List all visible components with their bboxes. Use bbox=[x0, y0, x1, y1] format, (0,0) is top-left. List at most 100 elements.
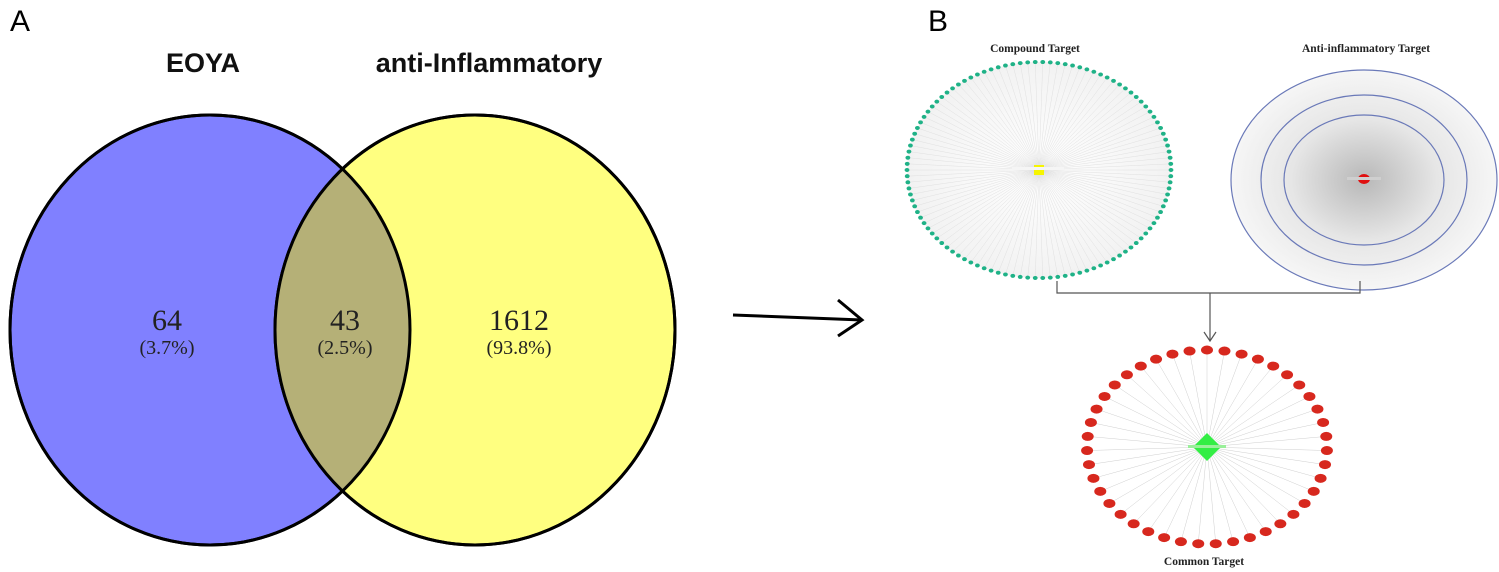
common-target-node bbox=[1081, 446, 1094, 456]
compound-edge bbox=[1038, 169, 1120, 256]
merge-connector bbox=[1056, 281, 1361, 343]
compound-target-node bbox=[1111, 257, 1116, 262]
compound-edge bbox=[1038, 169, 1073, 275]
compound-edge bbox=[1038, 169, 1137, 244]
common-edge bbox=[1206, 446, 1266, 532]
common-edge bbox=[1148, 446, 1208, 532]
common-target-node bbox=[1192, 539, 1205, 549]
panel-label-b: B bbox=[928, 5, 948, 38]
common-target-node bbox=[1218, 346, 1231, 356]
common-network-edges bbox=[1087, 350, 1327, 544]
common-edge bbox=[1180, 446, 1208, 542]
compound-target-node bbox=[1010, 62, 1016, 67]
common-target-node bbox=[1320, 446, 1333, 456]
common-target-node bbox=[1201, 345, 1213, 355]
common-target-node bbox=[1108, 380, 1121, 390]
compound-edge bbox=[1038, 169, 1142, 239]
common-edge bbox=[1189, 350, 1208, 448]
compound-target-node bbox=[934, 99, 940, 104]
venn-right-pct: (93.8%) bbox=[487, 337, 552, 359]
compound-target-node bbox=[1166, 149, 1172, 154]
common-edge bbox=[1206, 422, 1324, 448]
compound-target-node bbox=[981, 69, 987, 74]
common-edge bbox=[1206, 365, 1274, 448]
compound-edge bbox=[1038, 74, 1101, 171]
compound-edge bbox=[970, 77, 1040, 171]
compound-target-node bbox=[1040, 60, 1046, 65]
compound-target-node bbox=[1091, 266, 1097, 271]
compound-target-node bbox=[918, 120, 923, 125]
compound-target-node bbox=[908, 143, 913, 148]
common-edge bbox=[1206, 446, 1294, 515]
common-target-node bbox=[1142, 527, 1155, 537]
compound-edge bbox=[1038, 101, 1142, 171]
compound-edge bbox=[1038, 169, 1151, 229]
common-target-node bbox=[1259, 527, 1272, 537]
compound-target-node bbox=[955, 253, 961, 258]
common-edge bbox=[1206, 446, 1314, 492]
compound-edge bbox=[1038, 169, 1066, 276]
compound-edge bbox=[1038, 169, 1132, 248]
compound-edge bbox=[1005, 65, 1040, 171]
compound-target-node bbox=[1047, 275, 1053, 280]
compound-edge bbox=[1027, 62, 1040, 171]
common-edge bbox=[1133, 446, 1208, 524]
compound-edge bbox=[1038, 127, 1161, 171]
common-target-node bbox=[1314, 473, 1327, 483]
common-target-node bbox=[1317, 417, 1330, 427]
common-edge bbox=[1104, 396, 1208, 448]
common-edge bbox=[1197, 446, 1208, 544]
common-target-node bbox=[1293, 380, 1306, 390]
compound-target-node bbox=[1017, 274, 1023, 279]
compound-target-node bbox=[1077, 65, 1083, 70]
compound-edge bbox=[1038, 111, 1151, 171]
compound-edge bbox=[1038, 169, 1146, 234]
compound-target-node bbox=[905, 180, 911, 185]
compound-target-node bbox=[921, 221, 927, 226]
compound-target-node bbox=[955, 82, 961, 87]
compound-edge bbox=[1038, 67, 1080, 171]
common-edge bbox=[1206, 446, 1327, 451]
compound-target-node bbox=[1168, 168, 1174, 172]
compound-edge bbox=[1038, 169, 1126, 252]
common-target-node bbox=[1114, 509, 1127, 519]
compound-target-node bbox=[950, 86, 955, 91]
compound-target-node bbox=[1055, 61, 1061, 66]
compound-edge bbox=[1038, 116, 1155, 171]
compound-edge bbox=[964, 169, 1040, 260]
compound-target-node bbox=[909, 198, 915, 203]
compound-edge bbox=[932, 106, 1040, 171]
compound-edge bbox=[1038, 169, 1155, 224]
common-target-node bbox=[1183, 346, 1196, 356]
compound-edge bbox=[936, 101, 1040, 171]
compound-target-node bbox=[1098, 263, 1104, 268]
common-target-node bbox=[1243, 533, 1256, 543]
compound-edge bbox=[941, 96, 1040, 171]
compound-target-node bbox=[915, 125, 920, 130]
compound-target-node bbox=[968, 75, 974, 80]
common-edge bbox=[1206, 359, 1259, 448]
compound-edge bbox=[1038, 63, 1058, 171]
common-target-node bbox=[1319, 460, 1332, 470]
common-target-node bbox=[1235, 349, 1248, 359]
common-target-node bbox=[1120, 370, 1133, 380]
compound-target-node bbox=[925, 226, 931, 231]
compound-target-node bbox=[962, 78, 967, 83]
compound-target-title: Compound Target bbox=[990, 43, 1080, 55]
compound-edge bbox=[1038, 169, 1171, 183]
common-edge bbox=[1087, 436, 1208, 448]
compound-edge bbox=[1038, 169, 1088, 271]
compound-target-node bbox=[944, 90, 950, 95]
common-edge bbox=[1090, 422, 1208, 448]
compound-target-node bbox=[950, 249, 955, 254]
compound-edge bbox=[1020, 169, 1040, 277]
compound-edge bbox=[1038, 92, 1132, 171]
compound-target-node bbox=[1123, 249, 1128, 254]
compound-edge bbox=[908, 151, 1040, 171]
common-edge bbox=[1206, 374, 1288, 448]
common-edge bbox=[1109, 446, 1208, 504]
compound-edge bbox=[1038, 84, 1120, 171]
compound-edge bbox=[970, 169, 1040, 263]
common-target-node bbox=[1227, 537, 1240, 547]
